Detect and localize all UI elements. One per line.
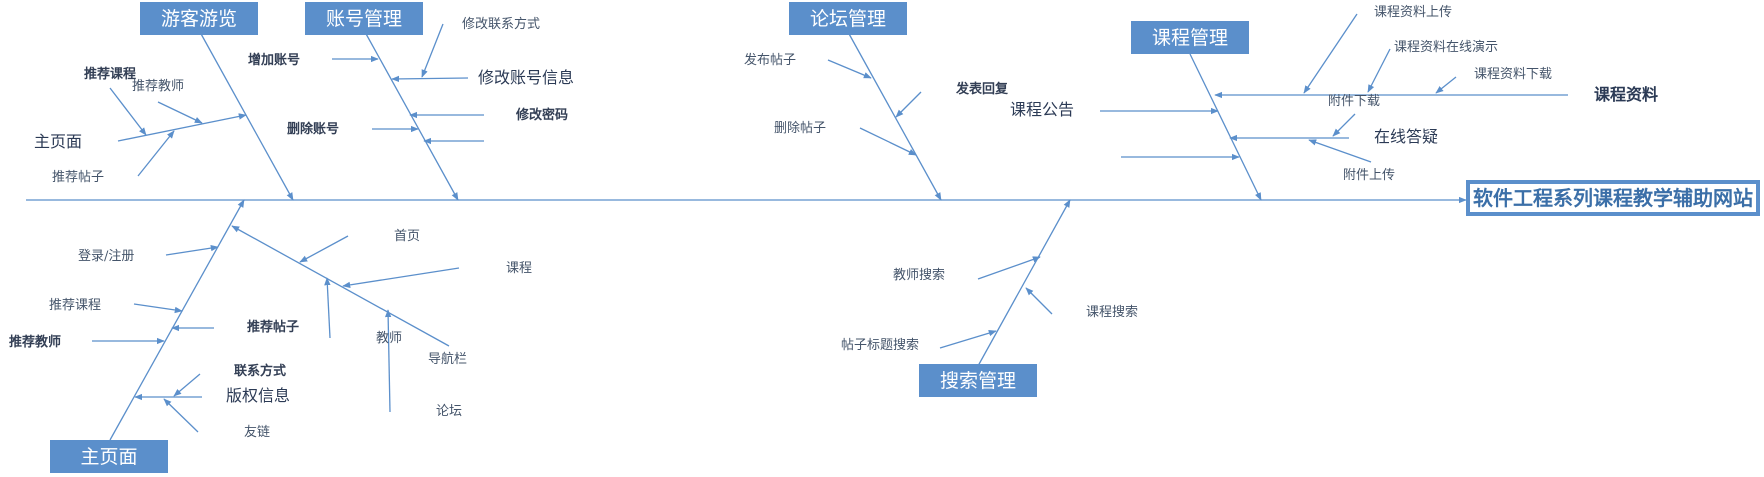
forum-publish-reply: 发表回复: [955, 81, 1009, 97]
home-teacher: 教师: [376, 330, 402, 346]
home-arrow-course: [342, 267, 460, 289]
home-arrow-contact: [173, 373, 201, 397]
category-course: 课程管理: [1131, 21, 1249, 54]
home-navbar: 导航栏: [428, 351, 467, 367]
account-add: 增加账号: [248, 52, 300, 68]
account-arrow-info: [391, 75, 469, 83]
guest-arrow-course: [109, 87, 147, 136]
category-account-label: 账号管理: [326, 8, 402, 30]
guest-recommend-teacher: 推荐教师: [132, 78, 184, 94]
forum-delete-post: 删除帖子: [774, 121, 826, 136]
head-box: [1466, 180, 1760, 216]
home-forum: 论坛: [436, 404, 462, 419]
search-arrow-teacher: [977, 256, 1041, 280]
home-arrow-homepage: [299, 235, 349, 263]
home-copyright: 版权信息: [226, 386, 290, 405]
bone-forum: [847, 31, 942, 201]
account-modify-info: 修改账号信息: [478, 68, 574, 87]
category-account: 账号管理: [305, 2, 423, 35]
course-arrow-demo: [1367, 48, 1391, 93]
home-arrow-friendlinks: [163, 398, 199, 433]
course-attach-upload: 附件上传: [1343, 168, 1395, 183]
search-arrow-post: [939, 330, 997, 349]
account-modify-password: 修改密码: [515, 107, 568, 123]
category-search-label: 搜索管理: [940, 370, 1016, 392]
home-recommend-teacher: 推荐教师: [9, 334, 61, 350]
forum-arrow-delete: [859, 127, 917, 156]
category-search: 搜索管理: [919, 364, 1037, 397]
account-modify-contact: 修改联系方式: [462, 16, 540, 32]
course-upload-material: 课程资料上传: [1374, 5, 1452, 20]
course-online-qa: 在线答疑: [1374, 127, 1438, 146]
account-arrow-contact: [421, 23, 444, 78]
category-forum-label: 论坛管理: [810, 8, 886, 30]
bone-course: [1189, 53, 1262, 201]
home-recommend-course: 推荐课程: [49, 298, 101, 313]
home-friend-links: 友链: [244, 424, 270, 440]
forum-arrow-reply: [895, 91, 922, 118]
search-post-title: 帖子标题搜索: [841, 338, 919, 353]
guest-arrow-teacher: [157, 101, 203, 124]
home-contact: 联系方式: [234, 363, 286, 379]
home-arrow-navbar: [384, 309, 392, 413]
home-arrow-rec-course: [133, 303, 183, 314]
course-arrow-upload: [1303, 13, 1358, 94]
course-online-demo: 课程资料在线演示: [1394, 39, 1498, 55]
guest-sub-main: [117, 113, 247, 142]
home-course: 课程: [506, 261, 532, 276]
home-recommend-post: 推荐帖子: [247, 319, 299, 335]
category-home-label: 主页面: [80, 446, 137, 468]
guest-recommend-course: 推荐课程: [84, 66, 136, 82]
search-course: 课程搜索: [1086, 305, 1138, 320]
search-teacher: 教师搜索: [893, 267, 945, 283]
bone-account: [364, 31, 459, 201]
home-homepage: 首页: [394, 229, 420, 244]
course-download-material: 课程资料下载: [1474, 67, 1552, 82]
guest-main-page: 主页面: [34, 132, 82, 151]
course-attach-download: 附件下载: [1328, 94, 1380, 109]
category-home: 主页面: [50, 440, 168, 473]
course-arrow-attach-download: [1332, 113, 1356, 137]
category-guest: 游客游览: [140, 2, 258, 35]
course-arrow-download: [1435, 76, 1457, 94]
course-arrow-attach-upload: [1308, 139, 1372, 163]
guest-recommend-post: 推荐帖子: [52, 170, 104, 185]
bone-search: [977, 199, 1071, 367]
category-guest-label: 游客游览: [161, 8, 237, 30]
course-material: 课程资料: [1594, 85, 1658, 104]
forum-arrow-publish: [827, 59, 872, 79]
home-arrow-teacher: [324, 277, 331, 339]
bone-home: [109, 199, 245, 441]
category-forum: 论坛管理: [789, 2, 907, 35]
guest-arrow-post: [137, 130, 175, 177]
account-delete: 删除账号: [287, 121, 339, 137]
course-announcement: 课程公告: [1010, 100, 1074, 119]
search-arrow-course: [1025, 287, 1053, 315]
home-login-register: 登录/注册: [78, 249, 134, 264]
home-sub-navbar: [231, 225, 450, 347]
home-arrow-login: [165, 244, 219, 256]
forum-publish-post: 发布帖子: [744, 52, 796, 68]
head-label: 软件工程系列课程教学辅助网站: [1473, 186, 1753, 210]
category-course-label: 课程管理: [1152, 27, 1228, 49]
